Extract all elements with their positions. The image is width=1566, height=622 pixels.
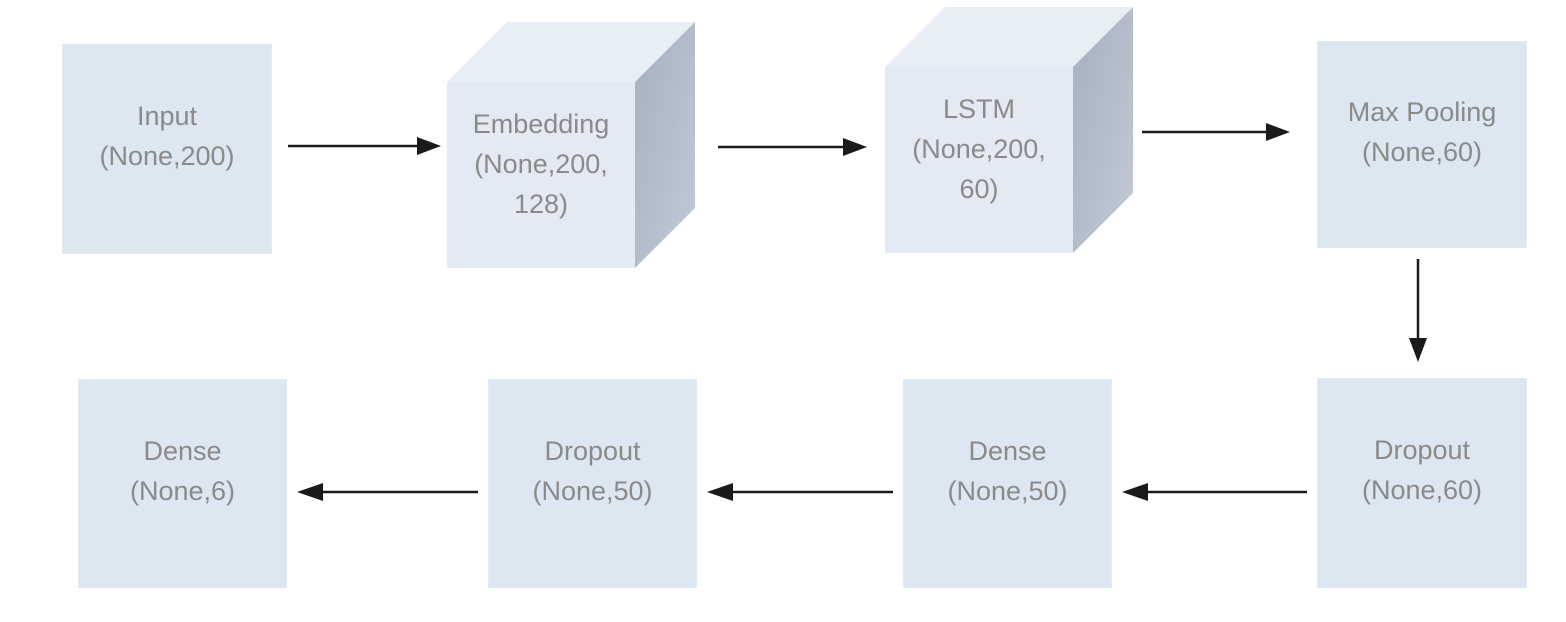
arrow-dense-50-to-dropout-50	[707, 483, 893, 501]
cube-top-face	[885, 7, 1133, 67]
node-dropout-50-label: Dropout (None,50)	[532, 435, 653, 506]
node-lstm: LSTM (None,200, 60)	[885, 7, 1133, 253]
node-dense-6: Dense (None,6)	[78, 379, 287, 588]
embedding-cube-shape	[447, 22, 695, 268]
node-dropout-60: Dropout (None,60)	[1317, 378, 1527, 588]
node-dense-50: Dense (None,50)	[903, 379, 1112, 588]
node-embedding-label: Embedding (None,200, 128)	[472, 109, 610, 219]
arrow-max-pooling-to-dropout-60	[1409, 259, 1427, 362]
node-embedding: Embedding (None,200, 128)	[447, 22, 695, 268]
arrow-dropout-50-to-dense-6	[297, 483, 478, 501]
node-dense-50-label: Dense (None,50)	[947, 435, 1068, 506]
arrow-dropout-60-to-dense-50	[1122, 483, 1307, 501]
cube-side-face	[1073, 7, 1133, 253]
cube-front-face	[885, 67, 1073, 253]
node-input-label: Input (None,200)	[99, 101, 235, 171]
lstm-cube-shape	[885, 7, 1133, 253]
node-max-pooling-label: Max Pooling (None,60)	[1347, 96, 1497, 167]
arrow-embedding-to-lstm	[718, 138, 867, 156]
node-dense-6-label: Dense (None,6)	[129, 435, 236, 506]
node-max-pooling: Max Pooling (None,60)	[1317, 41, 1527, 248]
arrow-input-to-embedding	[288, 137, 441, 155]
node-input: Input (None,200)	[62, 44, 272, 254]
node-dropout-50: Dropout (None,50)	[488, 379, 697, 588]
arrow-lstm-to-max-pooling	[1142, 123, 1290, 141]
cube-side-face	[635, 22, 695, 268]
node-dropout-60-label: Dropout (None,60)	[1361, 435, 1483, 505]
node-lstm-label: LSTM (None,200, 60)	[912, 94, 1046, 204]
cube-front-face	[447, 82, 635, 268]
cube-top-face	[447, 22, 695, 82]
